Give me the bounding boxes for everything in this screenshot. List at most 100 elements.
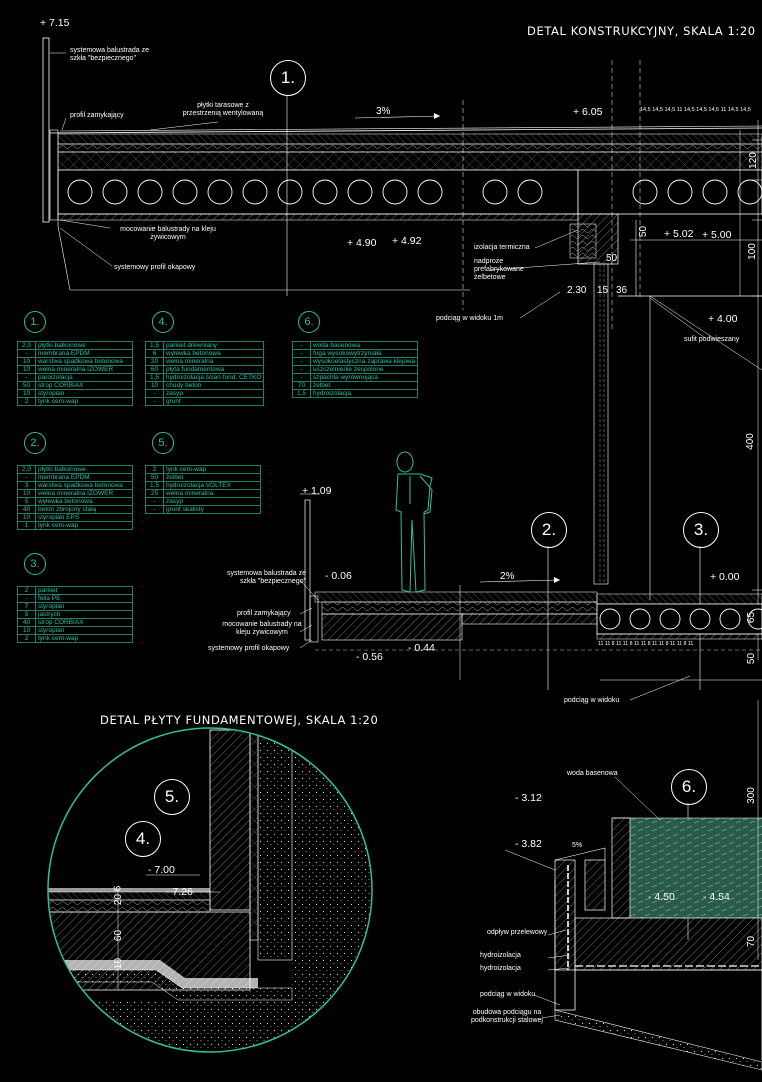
callout-5: 5. xyxy=(154,779,190,815)
label-nadproze: nadproże prefabrykowane żelbetowe xyxy=(474,258,524,281)
legend-thickness: 50 xyxy=(145,473,164,482)
legend-thickness: - xyxy=(292,349,311,358)
middle-floor xyxy=(299,493,762,701)
label-podciag-bottom: podciąg w widoku xyxy=(480,991,536,998)
legend-thickness: 20 xyxy=(145,357,164,366)
legend-row: -membrana EPDM xyxy=(17,473,133,482)
legend-material: strop CORBIAX xyxy=(35,618,133,627)
legend-material: parkiet drewniany xyxy=(162,341,265,350)
legend-material: żelbet xyxy=(163,473,261,482)
legend-material: tynk cem-wap xyxy=(35,634,133,643)
dim-2-30: 2.30 xyxy=(567,285,587,296)
level-5-02: + 5.02 xyxy=(664,228,694,240)
legend-thickness: 5 xyxy=(17,610,36,619)
legend-thickness: 25 xyxy=(145,489,164,498)
title-top: DETAL KONSTRUKCYJNY, SKALA 1:20 xyxy=(527,24,756,38)
legend-material: tynk cem-wap xyxy=(35,397,133,406)
callout-4: 4. xyxy=(125,821,161,857)
legend-thickness: - xyxy=(17,473,36,482)
legend-thickness: 1 xyxy=(17,521,36,530)
label-obudowa: obudowa podciągu na podkonstrukcji stalo… xyxy=(471,1009,543,1024)
label-okapowy-mid: systemowy profil okapowy xyxy=(208,645,290,652)
legend-thickness: 70 xyxy=(292,381,311,390)
level-6-05: + 6.05 xyxy=(573,106,603,118)
dim-60: 60 xyxy=(113,929,125,942)
legend-thickness: 6 xyxy=(145,349,164,358)
level-minus-7-00: - 7.00 xyxy=(148,864,175,876)
legend-material: warstwa spadkowa betonowa xyxy=(35,357,133,366)
slope-2: 2% xyxy=(500,571,515,582)
legend-row: -grunt xyxy=(145,397,265,406)
legend-thickness: - xyxy=(17,594,36,603)
legend-row: -fuga wysokowytrzymała xyxy=(292,349,419,358)
title-bottom: DETAL PŁYTY FUNDAMENTOWEJ, SKALA 1:20 xyxy=(100,713,379,727)
label-mocowanie-mid: mocowanie balustrady na kleju żywicowym xyxy=(222,621,302,636)
legend-material: wełna mineralna IZOWER xyxy=(35,365,133,374)
legend-row: -wysokoelastyczna zaprawa klejowa xyxy=(292,357,419,366)
legend-material: styropian EPS xyxy=(35,513,133,522)
legend-material: żelbet xyxy=(309,381,419,390)
legend-thickness: 2 xyxy=(17,397,36,406)
legend-thickness: 7 xyxy=(17,602,36,611)
dim-20: 20 xyxy=(113,893,125,906)
legend-thickness: - xyxy=(17,373,36,382)
dim-50-c: 50 xyxy=(746,652,758,665)
dim-50: 50 xyxy=(638,225,650,238)
foundation-detail xyxy=(48,728,372,1052)
legend-material: wełna mineralna IZOWER xyxy=(35,489,133,498)
legend-material: fuga wysokowytrzymała xyxy=(309,349,419,358)
level-minus-0-56: - 0.56 xyxy=(356,651,383,663)
legend-material: chudy beton xyxy=(162,381,265,390)
legend-material: woda basenowa xyxy=(309,341,419,350)
legend-material: szpachla wyrównująca xyxy=(309,373,419,382)
level-minus-3-82: - 3.82 xyxy=(515,838,542,850)
legend-material: tynk cem-wap xyxy=(35,521,133,530)
dim-120: 120 xyxy=(747,152,759,169)
label-profil-mid: profil zamykający xyxy=(237,610,291,617)
dim-300: 300 xyxy=(745,787,757,804)
legend-thickness: 10 xyxy=(17,357,36,366)
legend-row: -membrana EPDM xyxy=(17,349,133,358)
level-minus-7-26: - 7.26 xyxy=(166,886,193,898)
label-odplyw: odpływ przelewowy xyxy=(487,929,548,936)
legend-1-badge: 1. xyxy=(24,311,46,333)
label-hydro-1: hydroizolacja xyxy=(480,952,521,959)
slope-3: 3% xyxy=(376,106,391,117)
legend-material: styropian xyxy=(35,626,133,635)
legend-row: -uszczelnienie zespolone xyxy=(292,365,419,374)
level-minus-4-50: - 4.50 xyxy=(648,891,675,903)
callout-2: 2. xyxy=(531,512,567,548)
legend-thickness: - xyxy=(145,397,164,406)
legend-thickness: 5 xyxy=(17,497,36,506)
legend-6-badge: 6. xyxy=(298,311,320,333)
legend-material: beton zbrojony stalą xyxy=(35,505,133,514)
legend-material: tynk cem-wap xyxy=(163,465,261,474)
legend-material: zasyp xyxy=(163,497,261,506)
dim-10: 10 xyxy=(113,957,125,970)
legend-thickness: - xyxy=(292,373,311,382)
legend-material: grunt skalisty xyxy=(163,505,261,514)
dim-65: 65 xyxy=(746,611,758,624)
legend-material: hydroizolacja ścian fund. CETKO xyxy=(162,373,265,382)
legend-thickness: 10 xyxy=(17,489,36,498)
legend-material: płytki balkonowe xyxy=(35,465,133,474)
legend-thickness: - xyxy=(292,365,311,374)
legend-5-badge: 5. xyxy=(152,432,174,454)
legend-material: membrana EPDM xyxy=(35,349,133,358)
legend-thickness: 40 xyxy=(17,618,36,627)
legend-material: hydroizolacja xyxy=(309,389,419,398)
level-minus-4-54: - 4.54 xyxy=(703,891,730,903)
